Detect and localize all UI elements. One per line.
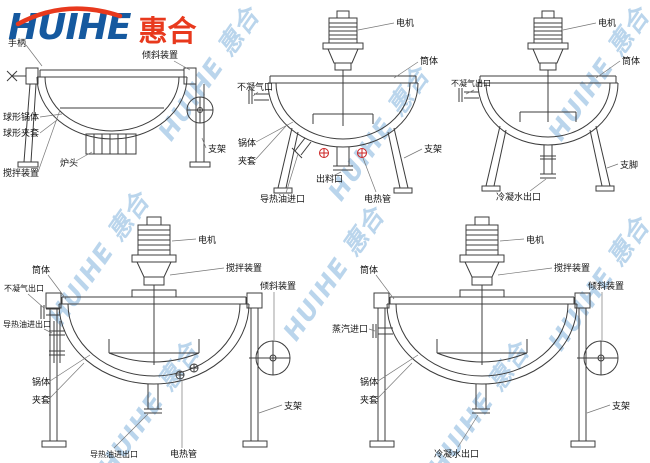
kettle3-drawing (458, 10, 619, 192)
kettle2-leader-lines (252, 22, 423, 194)
label-spherical-jacket: 球形夹套 (3, 127, 39, 139)
label-agitator: 搅拌装置 (3, 167, 39, 179)
label-support: 支架 (612, 400, 630, 412)
label-pot: 锅体 (238, 137, 256, 149)
diagram-5-tilting-steam-kettle: 电机 筒体 搅拌装置 蒸汽进口 锅体 夹套 倾斜装置 支架 冷凝水出口 (330, 213, 650, 463)
label-burner: 炉头 (60, 157, 78, 169)
logo-en-wrap: HUIHE (8, 2, 131, 48)
diagram-3-steam-kettle: 电机 筒体 不凝气出口 冷凝水出口 支脚 (450, 6, 648, 216)
kettle5-leader-lines (368, 238, 611, 448)
label-tilt-device: 倾斜装置 (588, 280, 624, 292)
label-oil-inlet: 导热油进口 (260, 193, 305, 205)
label-heater: 电热管 (364, 193, 391, 205)
logo-brand-cn: 惠合 (138, 13, 197, 48)
huihe-logo: HUIHE 惠合 (8, 2, 197, 46)
kettle2-drawing (248, 10, 419, 194)
label-legs: 支脚 (620, 159, 638, 171)
label-discharge: 出料口 (316, 173, 343, 185)
label-motor: 电机 (396, 17, 414, 29)
heater-tube-symbols (319, 148, 367, 158)
label-gas-outlet: 不凝气出口 (451, 78, 491, 88)
label-oil-bottom: 导热油进出口 (90, 449, 138, 459)
label-shell: 筒体 (420, 55, 438, 67)
label-shell: 筒体 (622, 55, 640, 67)
label-pot: 锅体 (360, 376, 378, 388)
kettle4-leader-lines (27, 238, 283, 449)
label-agitator: 搅拌装置 (226, 262, 262, 274)
label-support: 支架 (284, 400, 302, 412)
label-jacket: 夹套 (238, 155, 256, 167)
label-tilt-device: 倾斜装置 (260, 280, 296, 292)
label-shell: 筒体 (360, 264, 378, 276)
label-tilt-device: 倾斜装置 (142, 49, 178, 61)
label-pot: 锅体 (32, 376, 50, 388)
label-gas-outlet: 不凝气出口 (4, 283, 44, 293)
kettle4-drawing (40, 216, 291, 448)
label-oil-side: 导热油进出口 (3, 319, 51, 329)
label-gas-outlet: 不凝气口 (237, 81, 273, 93)
label-motor: 电机 (198, 234, 216, 246)
label-handle: 手柄 (8, 37, 26, 49)
label-condensate-outlet: 冷凝水出口 (434, 448, 479, 460)
label-heater: 电热管 (170, 448, 197, 460)
label-motor: 电机 (598, 17, 616, 29)
label-shell: 筒体 (32, 264, 50, 276)
diagram-1-tilting-spherical-kettle: 手柄 倾斜装置 球形锅体 球形夹套 搅拌装置 炉头 支架 (2, 30, 238, 204)
kettle5-drawing (369, 216, 619, 448)
label-jacket: 夹套 (360, 394, 378, 406)
label-support: 支架 (424, 143, 442, 155)
kettle1-leader-lines (25, 44, 207, 173)
label-steam-inlet: 蒸汽进口 (332, 323, 368, 335)
diagram-4-tilting-electric-kettle: 电机 筒体 搅拌装置 不凝气出口 导热油进出口 锅体 夹套 倾斜装置 支架 导热… (2, 213, 322, 463)
label-jacket: 夹套 (32, 394, 50, 406)
logo-brand-en: HUIHE (8, 7, 131, 48)
label-spherical-pot: 球形锅体 (3, 111, 39, 123)
label-condensate-outlet: 冷凝水出口 (496, 191, 541, 203)
label-motor: 电机 (526, 234, 544, 246)
label-agitator: 搅拌装置 (554, 262, 590, 274)
label-support: 支架 (208, 143, 226, 155)
kettle3-leader-lines (465, 22, 621, 192)
kettle1-drawing (6, 67, 214, 168)
diagram-2-electric-mixing-kettle: 电机 筒体 不凝气口 锅体 夹套 导热油进口 出料口 电热管 支架 (236, 6, 450, 216)
